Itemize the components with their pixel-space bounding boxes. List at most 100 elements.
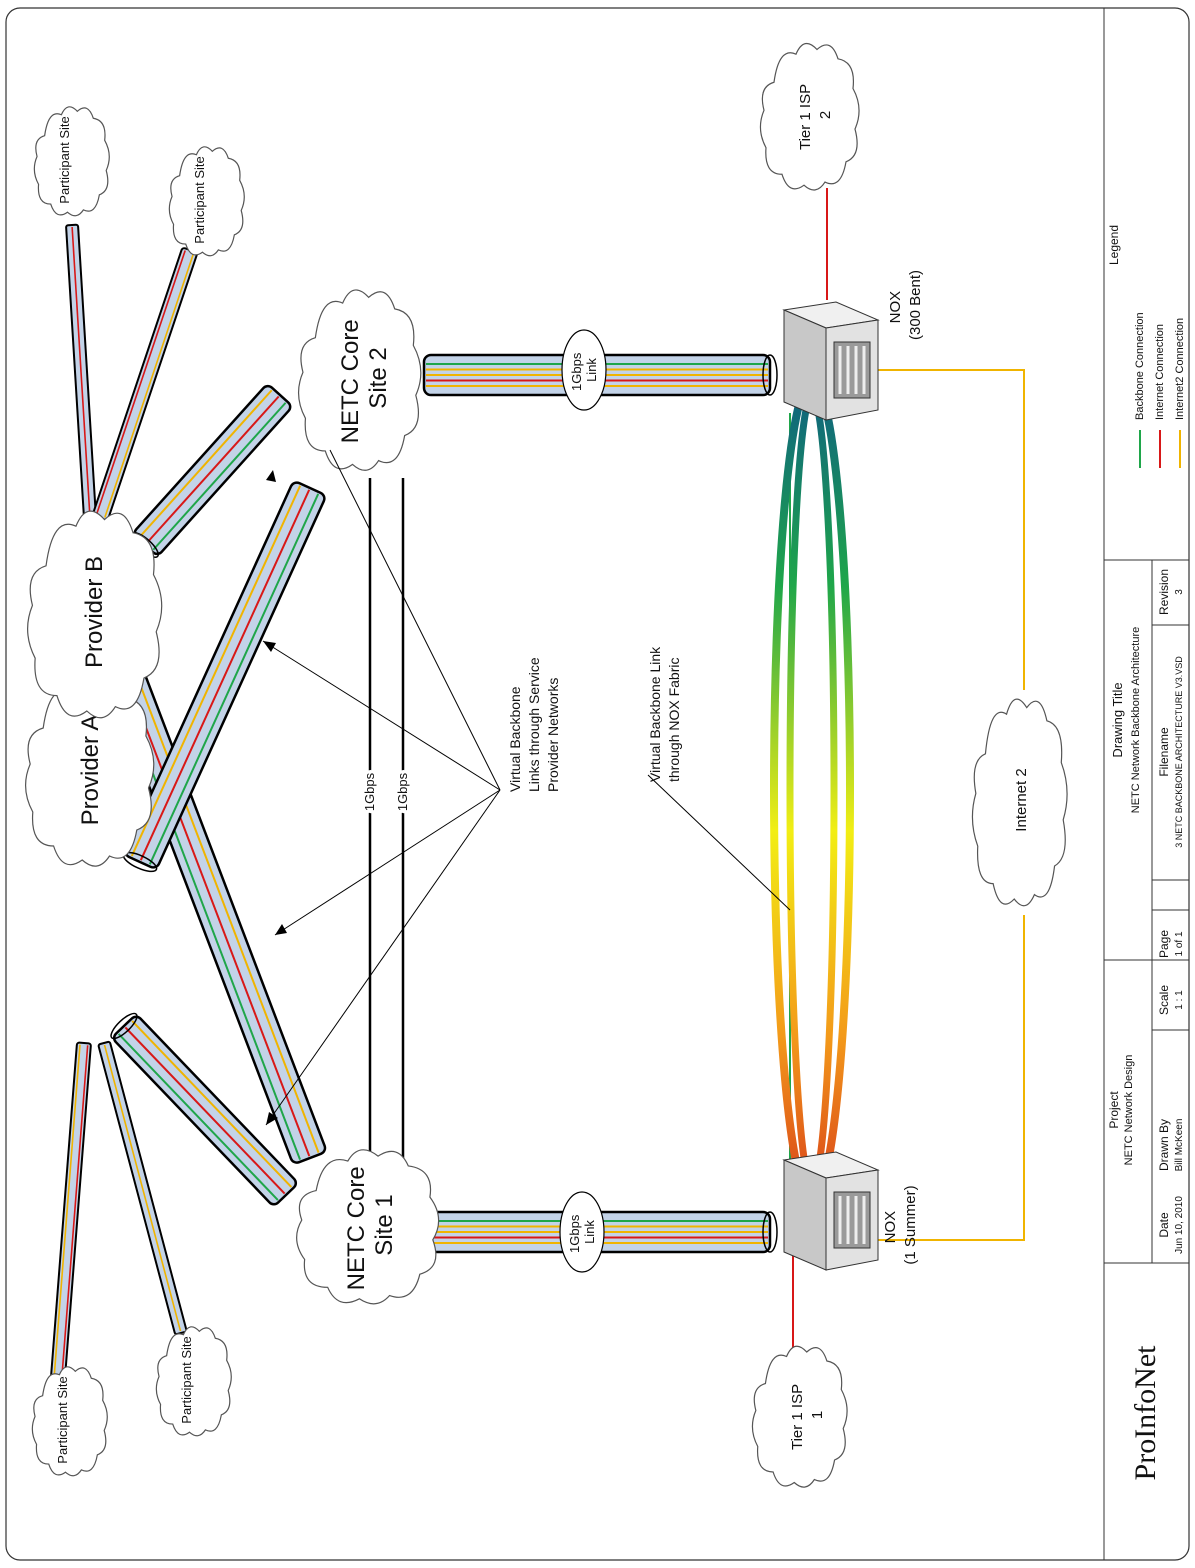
backbone-connection-line: [117, 1033, 279, 1201]
filename-value: 3 NETC BACKBONE ARCHITECTURE V3.VSD: [1174, 656, 1184, 848]
cloud-participant-2: Participant Site: [169, 147, 244, 256]
date-label: Date: [1157, 1212, 1171, 1238]
arrow-head: [263, 641, 276, 652]
pipe-core2-to-provider-a: [122, 481, 326, 873]
nox-fabric-arc-inner: [786, 391, 838, 1189]
revision-label: Revision: [1157, 569, 1171, 615]
pipe-body: [49, 1041, 92, 1392]
scale-value: 1 : 1: [1174, 990, 1185, 1010]
title-block: ProInfoNet Date Jun 10, 2010 Project NET…: [1104, 225, 1189, 1481]
nox-switch-1: NOX (1 Summer): [782, 1151, 919, 1271]
revision-value: 3: [1174, 589, 1185, 595]
plain-links: [368, 188, 1025, 1350]
network-switch-icon: [782, 1151, 880, 1271]
cloud-label: Participant Site: [57, 116, 72, 203]
nox-fabric-arcs: [770, 376, 854, 1204]
legend-backbone: Backbone Connection: [1134, 312, 1146, 468]
page-border: [5, 7, 1190, 1561]
nox-label: NOX (300 Bent): [887, 270, 924, 340]
drawing-title-value: NETC Network Backbone Architecture: [1130, 627, 1142, 813]
cloud-tier1-isp-2: Tier 1 ISP 2: [760, 43, 859, 190]
cloud-participant-3: Participant Site: [32, 1367, 107, 1476]
cloud-label: Internet 2: [1013, 768, 1030, 831]
cloud-participant-4: Participant Site: [156, 1327, 231, 1436]
legend-internet2: Internet2 Connection: [1174, 318, 1186, 468]
pipe-end-cap: [762, 354, 778, 396]
internet2-connection-line: [52, 1044, 81, 1388]
cloud-label: Participant Site: [192, 156, 207, 243]
cloud-label: Participant Site: [55, 1376, 70, 1463]
cloud-label: Provider A: [77, 715, 104, 826]
legend-text: Internet2 Connection: [1174, 318, 1186, 420]
internet-connection-line: [139, 489, 311, 861]
project-label: Project: [1107, 1091, 1121, 1129]
internet-connection-line: [60, 1045, 89, 1389]
internet-connection-line: [124, 1026, 286, 1195]
internet2-connection-line: [103, 1044, 182, 1332]
internet-connection-line: [71, 226, 91, 517]
scale-label: Scale: [1157, 985, 1171, 1015]
internet2-connection-line: [138, 389, 273, 538]
link-ellipse: [559, 1191, 605, 1273]
internet2-connection-line: [104, 253, 195, 518]
drawn-by-label: Drawn By: [1157, 1119, 1171, 1171]
direct-link-label-2: 1Gbps: [395, 772, 410, 811]
brand-logo: ProInfoNet: [1129, 1345, 1162, 1481]
project-value: NETC Network Design: [1123, 1055, 1135, 1166]
legend-text: Internet Connection: [1154, 324, 1166, 420]
internet-connection-line: [145, 395, 280, 545]
link-label-1gbps-site2: 1Gbps Link: [561, 329, 607, 411]
legend-label: Legend: [1107, 225, 1121, 265]
cloud-tier1-isp-1: Tier 1 ISP 1: [752, 1346, 847, 1487]
annotation-text: Virtual Backbone Link through NOX Fabric: [647, 643, 682, 782]
page-value: 1 of 1: [1174, 931, 1185, 956]
cloud-provider-b: Provider B: [28, 511, 162, 718]
internet2-connection-line: [131, 1020, 293, 1188]
annotation-text: Virtual Backbone Links through Service P…: [507, 653, 561, 792]
network-switch-icon: [782, 301, 880, 421]
cloud-netc-core-site-1: NETC Core Site 1: [297, 1150, 439, 1304]
link-text: 1Gbps Link: [567, 1211, 597, 1253]
cloud-label: Tier 1 ISP 1: [789, 1380, 826, 1450]
drawing-title-label: Drawing Title: [1110, 682, 1125, 757]
arrow-head: [275, 924, 287, 935]
cloud-provider-a: Provider A: [26, 678, 154, 866]
filename-label: Filename: [1157, 727, 1171, 777]
link-ellipse: [561, 329, 607, 411]
nox-label: NOX (1 Summer): [882, 1185, 919, 1264]
internet-connection-line: [95, 250, 186, 515]
pipe-core1-to-provider-a: [110, 1012, 298, 1206]
cloud-label: NETC Core Site 1: [343, 1160, 398, 1291]
cloud-netc-core-site-2: NETC Core Site 2: [299, 290, 421, 470]
link-text: 1Gbps Link: [569, 349, 599, 391]
internet2-link-nox1: [872, 915, 1025, 1241]
cloud-label: Provider B: [81, 556, 108, 668]
annotation-virtual-provider-links: Virtual Backbone Links through Service P…: [262, 449, 561, 1126]
pipe-end-cap: [762, 1211, 778, 1253]
page-label: Page: [1157, 930, 1171, 958]
arrow-head: [266, 1112, 278, 1125]
annotation-virtual-nox-link: Virtual Backbone Link through NOX Fabric: [647, 643, 791, 911]
nox-switch-2: NOX (300 Bent): [782, 270, 924, 421]
cloud-label: Tier 1 ISP 2: [797, 80, 834, 150]
cloud-participant-1: Participant Site: [34, 107, 109, 216]
backbone-connection-line: [148, 493, 320, 865]
pipe-provider-a-to-participant-3: [49, 1041, 92, 1392]
drawn-by-value: Bill McKeen: [1174, 1119, 1185, 1172]
nox-fabric-arc-outer: [770, 376, 854, 1204]
legend-text: Backbone Connection: [1134, 312, 1146, 420]
legend-internet: Internet Connection: [1154, 324, 1166, 468]
cloud-internet-2: Internet 2: [972, 699, 1067, 906]
date-value: Jun 10, 2010: [1174, 1196, 1185, 1254]
direct-link-label-1: 1Gbps: [362, 772, 377, 811]
cloud-label: Participant Site: [179, 1336, 194, 1423]
pipe-provider-b-to-participant-1: [65, 223, 97, 520]
arrow-head: [266, 470, 276, 482]
backbone-connection-line: [152, 402, 287, 551]
pipe-provider-a-to-participant-4: [97, 1040, 188, 1336]
internet2-connection-line: [117, 625, 320, 1153]
pipe-end-cap: [110, 1012, 138, 1040]
link-label-1gbps-site1: 1Gbps Link: [559, 1191, 605, 1273]
internet2-link-nox2: [872, 369, 1025, 690]
